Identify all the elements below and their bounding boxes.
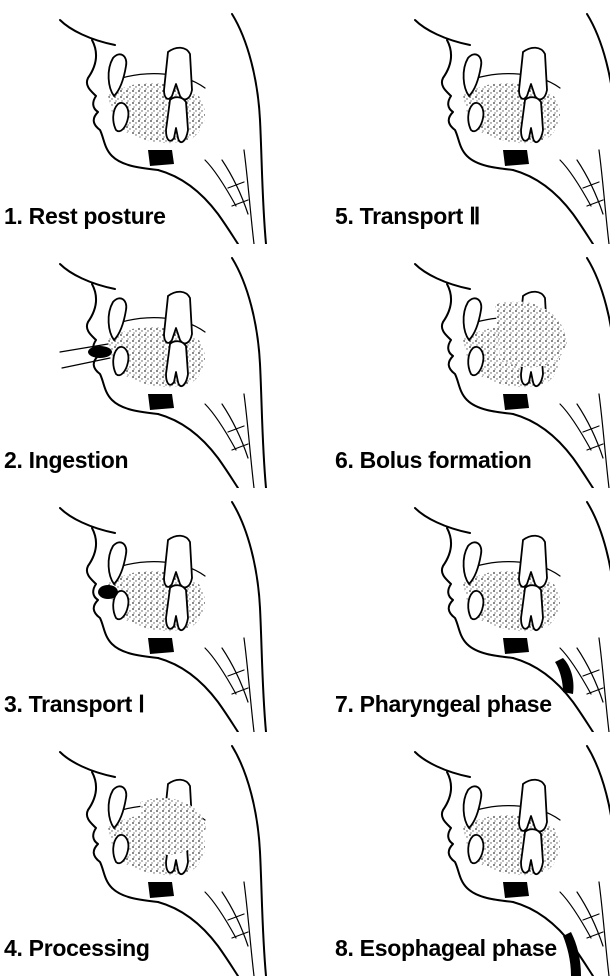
bolus-in-esophagus: [563, 932, 581, 976]
panel-bolus-formation: 6. Bolus formation: [305, 244, 610, 488]
panel-processing: 4. Processing: [0, 732, 305, 976]
panel-transport-2: 5. Transport Ⅱ: [305, 0, 610, 244]
bolus-in-pharynx: [555, 658, 574, 694]
panel-transport-1: 3. Transport Ⅰ: [0, 488, 305, 732]
panel-label: 5. Transport Ⅱ: [335, 203, 480, 230]
panel-label: 4. Processing: [4, 935, 150, 962]
panel-label: 1. Rest posture: [4, 203, 166, 230]
panel-label: 3. Transport Ⅰ: [4, 691, 145, 718]
panel-pharyngeal-phase: 7. Pharyngeal phase: [305, 488, 610, 732]
panel-ingestion: 2. Ingestion: [0, 244, 305, 488]
panel-label: 7. Pharyngeal phase: [335, 691, 552, 718]
panel-esophageal-phase: 8. Esophageal phase: [305, 732, 610, 976]
food-bolus: [98, 585, 118, 599]
panel-label: 2. Ingestion: [4, 447, 128, 474]
panel-label: 6. Bolus formation: [335, 447, 532, 474]
bolus-shading: [495, 301, 567, 367]
food-bolus: [88, 346, 112, 358]
panel-label: 8. Esophageal phase: [335, 935, 557, 962]
panel-rest-posture: 1. Rest posture: [0, 0, 305, 244]
